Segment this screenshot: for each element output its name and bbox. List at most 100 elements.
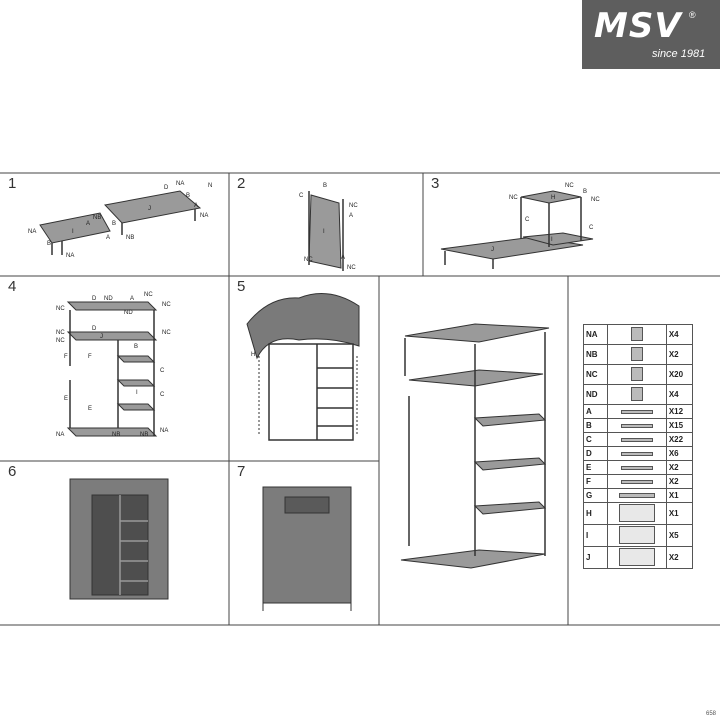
part-row: G X1: [582, 488, 694, 503]
part-row: NB X2: [582, 344, 694, 365]
step-3-panel: 3 NC NC NC H B C C J I: [423, 173, 720, 276]
connector-nd-icon: [607, 384, 667, 405]
label-i: I: [551, 237, 553, 243]
step-4-drawing: NC NC NC ND ND NC NC D D A NC J F F E E …: [56, 292, 171, 438]
part-quantity: X6: [665, 446, 694, 461]
part-code: ND: [582, 384, 609, 405]
label-i: I: [323, 229, 325, 235]
label-b: B: [186, 193, 190, 199]
label-nc: NC: [162, 330, 171, 336]
label-f: F: [88, 354, 92, 360]
label-nc: NC: [56, 306, 65, 312]
label-j: J: [100, 334, 103, 340]
label-na: NA: [28, 229, 36, 235]
label-na: NA: [200, 213, 208, 219]
part-row: D X6: [582, 446, 694, 461]
part-code: J: [582, 546, 609, 569]
step-2-panel: 2 B C NC A I NC NC A: [229, 173, 423, 276]
part-quantity: X22: [665, 432, 694, 447]
part-code: NA: [582, 324, 609, 345]
label-na: NA: [160, 428, 168, 434]
label-b: B: [583, 189, 587, 195]
part-quantity: X4: [665, 324, 694, 345]
part-code: H: [582, 502, 609, 525]
part-quantity: X1: [665, 488, 694, 503]
label-a: A: [86, 221, 90, 227]
tube-c-icon: [607, 432, 667, 447]
part-quantity: X2: [665, 546, 694, 569]
step-5-drawing: H: [246, 293, 360, 441]
shelf-board-icon: [607, 524, 667, 547]
brand-name: MSV: [594, 6, 682, 46]
step-6-number: 6: [8, 463, 17, 480]
label-nb: NB: [140, 432, 148, 438]
label-e: E: [88, 406, 92, 412]
cover-fabric: [246, 293, 360, 360]
brand-tagline: since 1981: [652, 48, 706, 60]
part-row: J X2: [582, 546, 694, 569]
label-nb: NB: [126, 235, 134, 241]
part-row: C X22: [582, 432, 694, 447]
step-7-drawing: [262, 486, 352, 611]
part-code: NB: [582, 344, 609, 365]
tube-a-icon: [607, 404, 667, 419]
tube-b-icon: [607, 418, 667, 433]
tube-d-icon: [607, 446, 667, 461]
brand-logo: MSV ® since 1981: [582, 0, 720, 69]
label-nc: NC: [349, 203, 358, 209]
label-j: J: [491, 247, 494, 253]
label-nc: NC: [56, 338, 65, 344]
exploded-frame-panel: [379, 276, 568, 625]
label-nd: ND: [124, 310, 133, 316]
label-nb: NB: [112, 432, 120, 438]
registered-mark: ®: [689, 10, 696, 20]
connector-na-icon: [607, 324, 667, 345]
step-6-panel: 6: [0, 461, 229, 625]
part-row: NA X4: [582, 324, 694, 345]
tube-e-icon: [607, 460, 667, 475]
step-4-number: 4: [8, 278, 17, 295]
part-code: G: [582, 488, 609, 503]
top-window: [284, 496, 330, 514]
part-quantity: X12: [665, 404, 694, 419]
step-3-drawing: NC NC NC H B C C J I: [440, 183, 600, 269]
part-code: F: [582, 474, 609, 489]
label-na: NA: [66, 253, 74, 259]
part-code: NC: [582, 364, 609, 385]
label-b: B: [112, 221, 116, 227]
step-1-drawing: NA NA NA NB NB B B A A I J D N B A NA: [28, 181, 212, 259]
step-3-number: 3: [431, 175, 440, 192]
label-f: F: [64, 354, 68, 360]
part-code: D: [582, 446, 609, 461]
label-c: C: [160, 392, 165, 398]
part-quantity: X2: [665, 474, 694, 489]
part-quantity: X1: [665, 502, 694, 525]
part-row: H X1: [582, 502, 694, 525]
label-nc: NC: [591, 197, 600, 203]
part-code: I: [582, 524, 609, 547]
small-shelf-icon: [607, 502, 667, 525]
label-b: B: [134, 344, 138, 350]
part-code: A: [582, 404, 609, 419]
label-h: H: [251, 352, 255, 358]
step-5-panel: 5 H: [229, 276, 379, 461]
step-7-number: 7: [237, 463, 246, 480]
label-a: A: [194, 203, 198, 209]
label-c: C: [299, 193, 304, 199]
tube-f-icon: [607, 474, 667, 489]
label-a: A: [349, 213, 353, 219]
label-n: N: [208, 183, 212, 189]
label-nc: NC: [565, 183, 574, 189]
label-na: NA: [56, 432, 64, 438]
part-quantity: X2: [665, 344, 694, 365]
exploded-frame-drawing: [400, 323, 550, 569]
part-row: F X2: [582, 474, 694, 489]
part-code: C: [582, 432, 609, 447]
part-row: A X12: [582, 404, 694, 419]
step-4-panel: 4 NC NC NC ND ND NC NC D D A NC J F: [0, 276, 229, 461]
label-nc: NC: [509, 195, 518, 201]
step-7-panel: 7: [229, 461, 379, 625]
